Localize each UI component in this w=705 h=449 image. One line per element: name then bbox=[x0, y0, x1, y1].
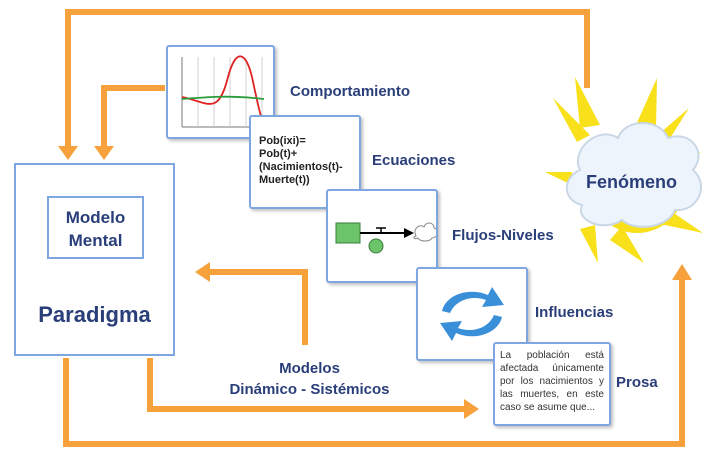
top-loop-arrowhead bbox=[58, 146, 78, 160]
mental-model-label: Modelo Mental bbox=[65, 208, 126, 250]
sun-cloud-icon bbox=[545, 77, 703, 263]
stock-flow-icon bbox=[335, 222, 439, 254]
prose-label: Prosa bbox=[616, 374, 658, 391]
paradigm-to-models-arrowhead bbox=[464, 399, 479, 419]
paradigm-to-models-arrow bbox=[147, 358, 466, 412]
influences-label: Influencias bbox=[535, 304, 614, 321]
models-arrowhead bbox=[195, 262, 210, 282]
models-to-paradigm-arrow bbox=[208, 269, 308, 345]
equations-label: Ecuaciones bbox=[372, 152, 456, 169]
paradigm-label: Paradigma bbox=[38, 302, 151, 327]
bottom-loop-arrow bbox=[63, 278, 685, 447]
equations-text: Pob(ixi)= Pob(t)+ (Nacimientos(t)- Muert… bbox=[259, 135, 343, 186]
behavior-arrowhead bbox=[94, 146, 114, 160]
prose-card: La población está afectada únicamente po… bbox=[493, 342, 611, 426]
phenomenon-label: Fenómeno bbox=[586, 172, 678, 192]
prose-text: La población está afectada únicamente po… bbox=[500, 350, 604, 413]
equations-card: Pob(ixi)= Pob(t)+ (Nacimientos(t)- Muert… bbox=[249, 115, 361, 209]
paradigm-box bbox=[14, 163, 175, 356]
models-label: Modelos Dinámico - Sistémicos bbox=[229, 360, 390, 398]
mental-model-box: Modelo Mental bbox=[47, 196, 144, 259]
behavior-label: Comportamiento bbox=[290, 83, 410, 100]
behavior-to-paradigm-arrow bbox=[101, 85, 165, 148]
flows-levels-label: Flujos-Niveles bbox=[452, 227, 554, 244]
top-loop-arrow bbox=[65, 9, 590, 148]
cycle-arrows-icon bbox=[440, 287, 504, 341]
bottom-loop-arrowhead bbox=[672, 264, 692, 280]
